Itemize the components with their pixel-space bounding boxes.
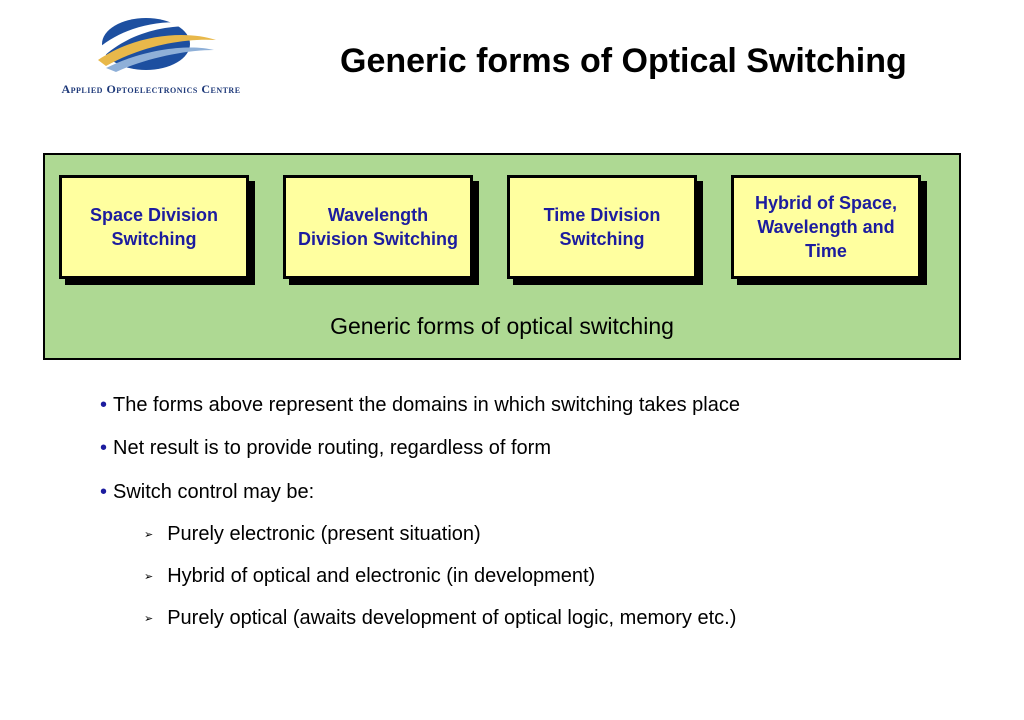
bullet-item: •Switch control may be:: [100, 481, 315, 503]
arrow-bullet-icon: ➢: [144, 613, 154, 625]
bullet-dot-icon: •: [100, 394, 108, 416]
bullet-item: •Net result is to provide routing, regar…: [100, 437, 551, 459]
box-time-division: Time Division Switching: [507, 175, 697, 279]
logo-text: Applied Optoelectronics Centre: [61, 82, 241, 96]
logo: Applied Optoelectronics Centre: [6, 8, 296, 108]
box-wavelength-division: Wavelength Division Switching: [283, 175, 473, 279]
sub-bullet-item: ➢Purely optical (awaits development of o…: [144, 607, 737, 629]
bullet-item: •The forms above represent the domains i…: [100, 394, 740, 416]
box-label: Space Division Switching: [89, 205, 219, 249]
diagram-caption: Generic forms of optical switching: [330, 313, 674, 339]
switching-diagram: Space Division Switching Wavelength Divi…: [43, 153, 961, 360]
box-label: Hybrid of Space, Wavelength and Time: [754, 193, 898, 261]
box-label: Wavelength Division Switching: [297, 205, 458, 249]
sub-bullet-item: ➢Hybrid of optical and electronic (in de…: [144, 565, 596, 587]
bullet-dot-icon: •: [100, 437, 108, 459]
box-label: Time Division Switching: [543, 205, 661, 249]
box-space-division: Space Division Switching: [59, 175, 249, 279]
arrow-bullet-icon: ➢: [144, 529, 154, 541]
box-hybrid: Hybrid of Space, Wavelength and Time: [731, 175, 921, 279]
logo-swoosh-icon: [94, 18, 216, 72]
sub-bullet-item: ➢Purely electronic (present situation): [144, 523, 481, 545]
page-title: Generic forms of Optical Switching: [340, 42, 907, 80]
bullet-dot-icon: •: [100, 481, 108, 503]
arrow-bullet-icon: ➢: [144, 571, 154, 583]
